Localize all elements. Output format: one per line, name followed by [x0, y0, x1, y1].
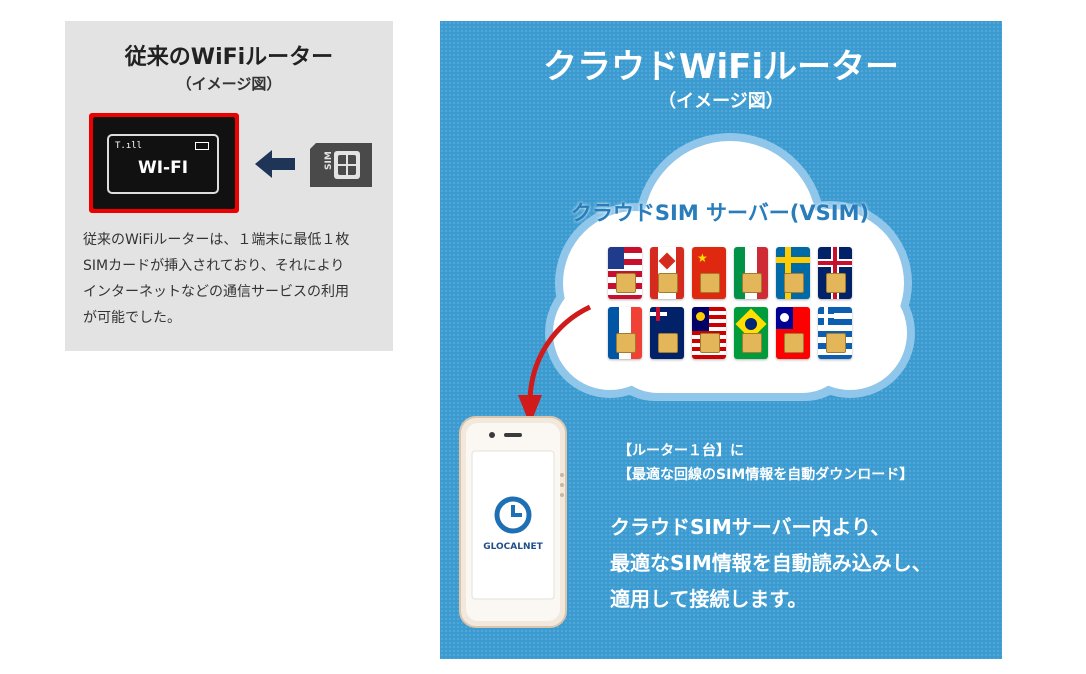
wifi-router-image: T.ıll WI-FI: [89, 113, 239, 213]
cloud-router-panel: クラウドWiFiルーター （イメージ図） クラウドSIM サーバー(VSIM): [440, 21, 1002, 659]
conventional-router-panel: 従来のWiFiルーター （イメージ図） T.ıll WI-FI SIM 従来のW…: [65, 21, 393, 351]
red-curved-arrow-icon: [518, 304, 592, 425]
main-line: 最適なSIM情報を自動読み込みし、: [610, 551, 932, 575]
sim-card-icon: SIM: [310, 143, 372, 187]
mobile-router-device: GLOCALNET: [459, 416, 567, 628]
sweden-flag-sim: [776, 247, 810, 299]
australia-flag-sim: [650, 307, 684, 359]
conventional-description: 従来のWiFiルーターは、１端末に最低１枚 SIMカードが挿入されており、それに…: [83, 227, 381, 331]
signal-icon: T.ıll: [115, 141, 143, 151]
taiwan-flag-sim: [776, 307, 810, 359]
brazil-flag-sim: [734, 307, 768, 359]
description-line: インターネットなどの通信サービスの利用: [83, 284, 349, 300]
italy-flag-sim: [734, 247, 768, 299]
description-line: が可能でした。: [83, 310, 181, 326]
download-caption: 【ルーター１台】に 【最適な回線のSIM情報を自動ダウンロード】: [618, 439, 913, 487]
greece-flag-sim: [818, 307, 852, 359]
malaysia-flag-sim: [692, 307, 726, 359]
main-line: クラウドSIMサーバー内より、: [610, 515, 891, 539]
router-screen-text: WI-FI: [137, 158, 189, 178]
sim-label: SIM: [324, 151, 334, 170]
france-flag-sim: [608, 307, 642, 359]
china-flag-sim: ★: [692, 247, 726, 299]
main-line: 適用して接続します。: [610, 587, 808, 611]
cloud-sim-server-label: クラウドSIM サーバー(VSIM): [570, 201, 870, 225]
cloud-subtitle: （イメージ図）: [658, 91, 784, 112]
download-line: 【ルーター１台】に: [618, 443, 744, 459]
cloud-description: クラウドSIMサーバー内より、 最適なSIM情報を自動読み込みし、 適用して接続…: [610, 509, 932, 617]
description-line: SIMカードが挿入されており、それにより: [83, 258, 345, 274]
description-line: 従来のWiFiルーターは、１端末に最低１枚: [83, 232, 350, 248]
arrow-left-icon: [255, 150, 295, 178]
download-line: 【最適な回線のSIM情報を自動ダウンロード】: [618, 467, 914, 483]
canada-flag-sim: [650, 247, 684, 299]
conventional-subtitle: （イメージ図）: [176, 75, 282, 93]
uk-flag-sim: [818, 247, 852, 299]
phone-brand-text: GLOCALNET: [483, 542, 543, 552]
usa-flag-sim: [608, 247, 642, 299]
battery-icon: [195, 142, 209, 150]
cloud-title: クラウドWiFiルーター: [542, 47, 900, 87]
conventional-title: 従来のWiFiルーター: [124, 45, 334, 70]
